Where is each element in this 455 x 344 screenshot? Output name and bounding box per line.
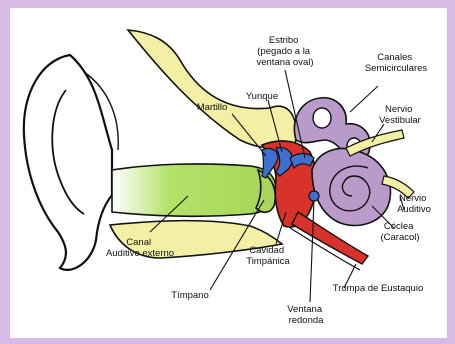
label-coclea: Cóclea (Caracol) [380, 221, 419, 243]
cochlea [312, 149, 390, 226]
label-nervio-auditivo: Nervio Auditivo [397, 193, 431, 215]
round-window [309, 191, 319, 201]
label-trompa: Trompa de Eustaquio [333, 283, 423, 294]
label-estribo: Estribo (pegado a la ventana oval) [256, 35, 313, 68]
label-timpano: Tímpano [171, 290, 209, 301]
label-canales: Canales Semicirculares [365, 52, 428, 74]
leader-ventana-redonda [310, 200, 314, 302]
label-yunque: Yunque [246, 91, 278, 102]
label-ventana-redonda: Ventana redonda [287, 304, 325, 326]
label-martillo: Martillo [197, 102, 228, 113]
label-nervio-vestibular: Nervio Vestibular [379, 104, 421, 126]
semicircular-canal-loop-1 [313, 108, 331, 128]
label-cavidad: Cavidad Timpánica [246, 245, 290, 267]
auricle [24, 55, 112, 270]
leader-canales [350, 86, 378, 112]
external-auditory-canal [112, 164, 276, 216]
